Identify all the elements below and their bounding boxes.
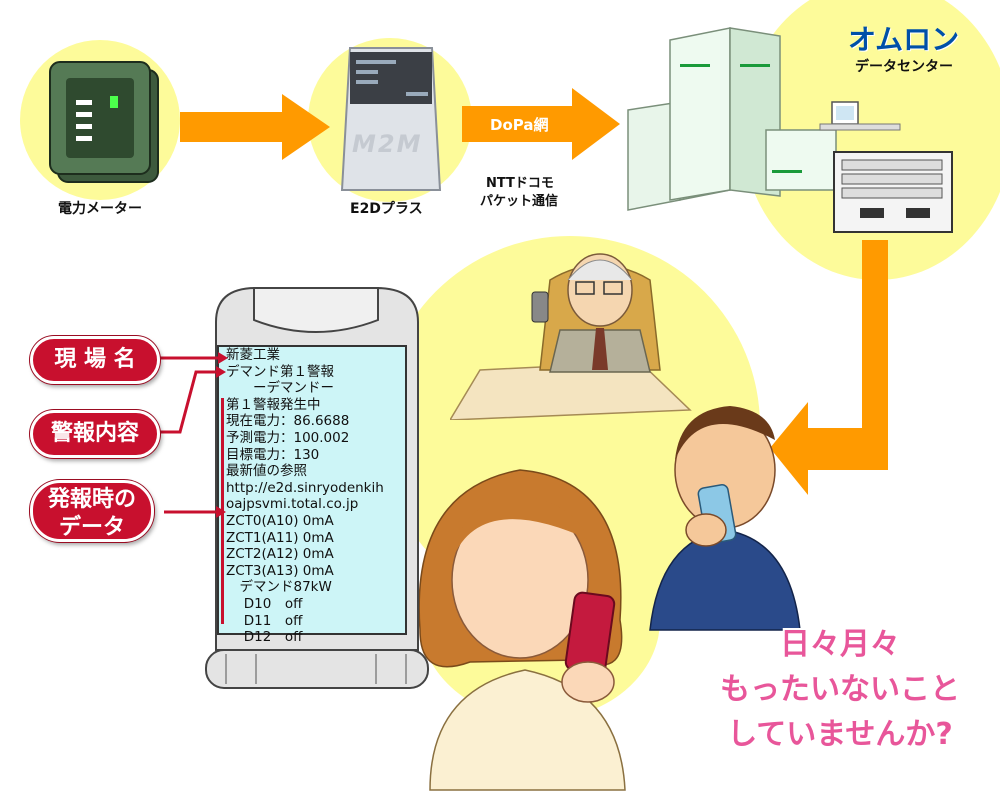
message-line: D10 off [226,595,303,612]
callout-site-name-text: 現 場 名 [54,347,136,372]
packet-label-line2: パケット通信 [480,194,559,209]
manager-illustration [450,253,692,420]
meter-label: 電力メーター [58,201,142,217]
message-line: 目標電力：130 [226,446,320,463]
message-line: 新菱工業 [226,347,280,363]
e2d-label: E2Dプラス [350,201,423,217]
message-line: D12 off [226,629,303,646]
dopa-label: DoPa網 [490,116,549,134]
slogan-line3: していませんか? [727,717,953,752]
arrow-meter-to-e2d [180,94,330,160]
message-line: ーデマンドー [226,380,334,397]
callout-alarm-content: 警報内容 [30,410,160,458]
message-line: ZCT3(A13) 0mA [226,562,334,579]
arrow-e2d-to-dopa [462,88,620,160]
callout-alarm-data: 発報時の データ [30,480,154,542]
phone-message: 新菱工業 デマンド第１警報 ーデマンドー 第１警報発生中 現在電力：86.668… [226,347,398,646]
power-meter-icon [49,61,159,183]
callout-alarm-content-text: 警報内容 [50,421,139,446]
message-line: ZCT1(A11) 0mA [226,529,334,546]
woman-illustration [418,469,626,791]
slogan-line2: もったいないこと [720,672,960,707]
message-line: デマンド87kW [226,579,332,596]
message-line: ZCT2(A12) 0mA [226,546,334,563]
message-line: http://e2d.sinryodenkih [226,479,384,496]
callout-data-line2: データ [58,515,125,540]
message-line: oajpsvmi.total.co.jp [226,496,359,513]
datacenter-label: データセンター [855,59,953,75]
packet-label-line1: NTTドコモ [486,176,554,191]
message-line: デマンド第１警報 [226,363,334,380]
message-line: ZCT0(A10) 0mA [226,512,334,529]
message-line: 予測電力：100.002 [226,429,350,446]
e2d-logo: M2M [352,130,423,158]
datacenter-servers-icon [627,27,953,233]
phone-illustration [205,287,429,689]
arrow-datacenter-to-people [770,240,888,495]
slogan: 日々月々 もったいないこと していませんか? [690,622,990,757]
message-line: D11 off [226,612,303,629]
message-line: 最新値の参照 [226,463,307,480]
message-line: 現在電力：86.6688 [226,413,350,430]
man-illustration [649,406,801,631]
e2d-device-icon [340,47,442,191]
slogan-line1: 日々月々 [780,627,900,662]
message-line: 第１警報発生中 [226,396,321,413]
callout-site-name: 現 場 名 [30,336,160,384]
company-name: オムロン [848,23,960,56]
callout-data-line1: 発報時の [47,487,136,512]
